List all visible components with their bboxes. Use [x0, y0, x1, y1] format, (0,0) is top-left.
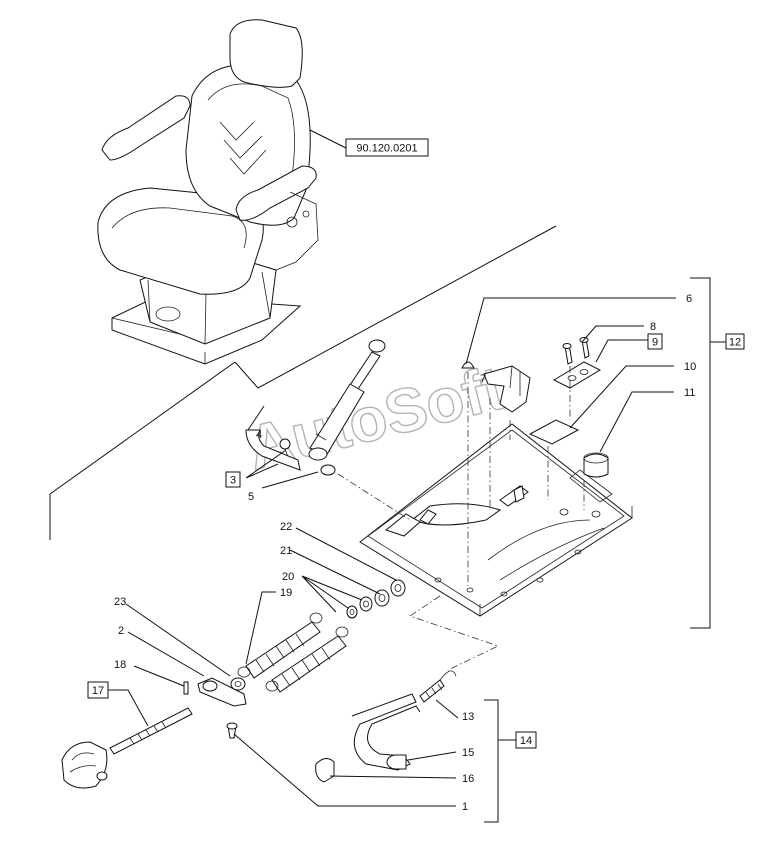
boxed-callouts: 12 9 3 17 14: [87, 333, 745, 749]
callout-7: 7: [480, 373, 486, 385]
callout-5: 5: [248, 491, 254, 503]
seat-assembly: [97, 19, 347, 365]
callout-13: 13: [462, 711, 474, 723]
callout-12: 12: [729, 337, 741, 349]
lower-right-parts: [315, 670, 457, 783]
callout-8: 8: [650, 321, 656, 333]
callout-4: 4: [256, 429, 262, 441]
assembly-lines: [337, 366, 585, 671]
callout-3: 3: [230, 475, 236, 487]
lower-left-parts: [61, 677, 247, 789]
base-frame-plate: [359, 423, 633, 617]
seat-reference-label: 90.120.0201: [356, 143, 417, 155]
leader-lines: [108, 297, 676, 807]
washers: [346, 579, 406, 619]
callout-6: 6: [686, 293, 692, 305]
seat-reference: 90.120.0201: [345, 138, 429, 157]
springs: [237, 612, 349, 693]
callout-20: 20: [282, 571, 294, 583]
callout-15: 15: [462, 747, 474, 759]
callout-17: 17: [92, 685, 104, 697]
callout-10: 10: [684, 361, 696, 373]
callout-14: 14: [520, 735, 532, 747]
callout-16: 16: [462, 773, 474, 785]
callout-18: 18: [114, 659, 126, 671]
callout-21: 21: [280, 545, 292, 557]
zoom-connector: [49, 225, 557, 540]
callout-22: 22: [280, 521, 292, 533]
callout-9: 9: [652, 337, 658, 349]
callout-numbers: 6 8 10 11 7 4 5 22 21 20 19 23 2 18 13 1…: [114, 293, 696, 813]
callout-19: 19: [280, 587, 292, 599]
gas-spring: [245, 339, 386, 476]
callout-2: 2: [118, 625, 124, 637]
callout-11: 11: [684, 387, 695, 399]
callout-1: 1: [462, 801, 468, 813]
group-brackets: [484, 277, 726, 823]
callout-23: 23: [114, 596, 126, 608]
